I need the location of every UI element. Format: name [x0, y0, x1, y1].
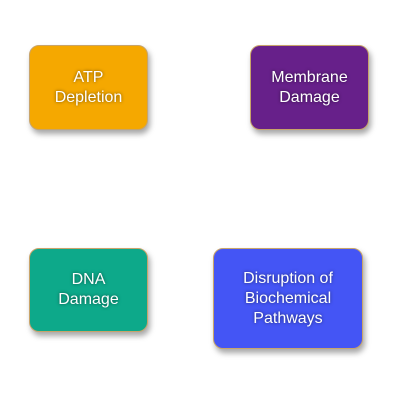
biochemical-pathways-box: Disruption of Biochemical Pathways — [213, 248, 363, 349]
atp-depletion-box: ATP Depletion — [29, 45, 148, 130]
membrane-damage-box: Membrane Damage — [250, 45, 369, 130]
dna-damage-box: DNA Damage — [29, 248, 148, 332]
